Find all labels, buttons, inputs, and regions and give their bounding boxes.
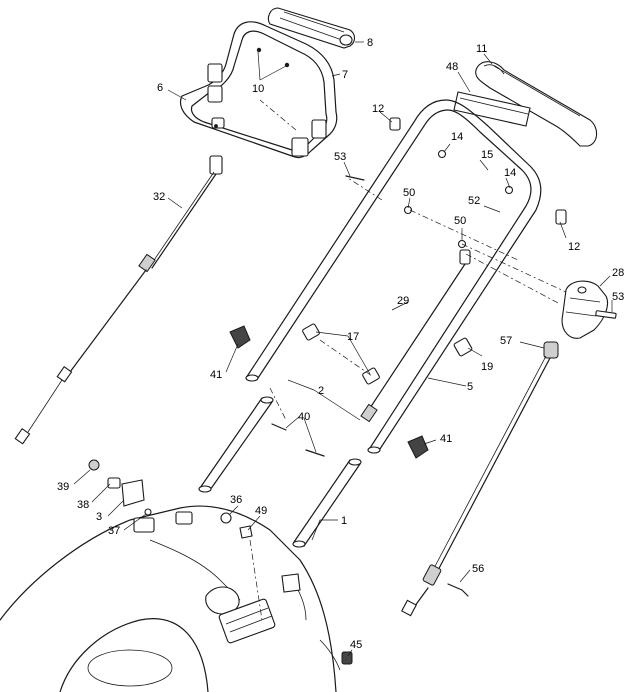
callout-12: 12 [568, 241, 580, 253]
leader-lines [73, 41, 613, 657]
grip-cover-part [475, 61, 598, 147]
callout-19: 19 [481, 361, 493, 373]
callout-2: 2 [318, 385, 324, 397]
callout-41: 41 [440, 433, 452, 445]
callout-39: 39 [57, 481, 69, 493]
cable-32-part [14, 155, 223, 445]
callout-57: 57 [500, 335, 512, 347]
callout-56: 56 [472, 563, 484, 575]
callout-11: 11 [476, 43, 487, 55]
callout-52: 52 [468, 195, 480, 207]
callout-labels: 8 7 10 6 11 48 12 14 15 14 53 50 52 12 3… [57, 37, 624, 651]
callout-7: 7 [342, 69, 348, 81]
screw-part [256, 47, 290, 68]
lower-tube-right-part [292, 458, 362, 548]
callout-50: 50 [454, 215, 466, 227]
handle-grip-part [267, 7, 356, 49]
callout-14: 14 [504, 167, 516, 179]
callout-40: 40 [298, 411, 310, 423]
callout-38: 38 [77, 499, 89, 511]
handle-frame-part [245, 99, 542, 454]
lower-tube-left-part [198, 396, 274, 493]
callout-17: 17 [347, 331, 359, 343]
callout-28: 28 [612, 267, 624, 279]
callout-37: 37 [108, 525, 120, 537]
callout-36: 36 [230, 494, 242, 506]
callout-49: 49 [255, 505, 267, 517]
clip-part [389, 117, 567, 225]
callout-53: 53 [612, 291, 624, 303]
control-box-part [561, 280, 617, 339]
speed-cable-part [401, 341, 559, 617]
callout-1: 1 [341, 515, 347, 527]
spacer-part [302, 323, 473, 385]
decal-part [453, 91, 531, 127]
callout-32: 32 [153, 191, 165, 203]
callout-48: 48 [446, 61, 458, 73]
callout-45: 45 [350, 639, 362, 651]
cable-29-part [360, 249, 471, 423]
callout-6: 6 [157, 82, 163, 94]
alignment-lines [249, 99, 567, 621]
callout-29: 29 [397, 295, 409, 307]
nut-part [403, 149, 514, 249]
bolt-part [271, 175, 365, 457]
callout-12: 12 [372, 103, 384, 115]
callout-8: 8 [367, 37, 373, 49]
callout-5: 5 [467, 381, 473, 393]
callout-3: 3 [96, 511, 102, 523]
upper-handle-part [179, 21, 338, 159]
callout-41: 41 [210, 369, 222, 381]
callout-10: 10 [252, 83, 264, 95]
mower-deck-part [0, 505, 341, 692]
callout-50: 50 [403, 187, 415, 199]
callout-14: 14 [451, 131, 463, 143]
callout-15: 15 [481, 149, 493, 161]
knob-part [229, 325, 429, 459]
deck-hardware-part [88, 459, 469, 665]
callout-53: 53 [334, 151, 346, 163]
